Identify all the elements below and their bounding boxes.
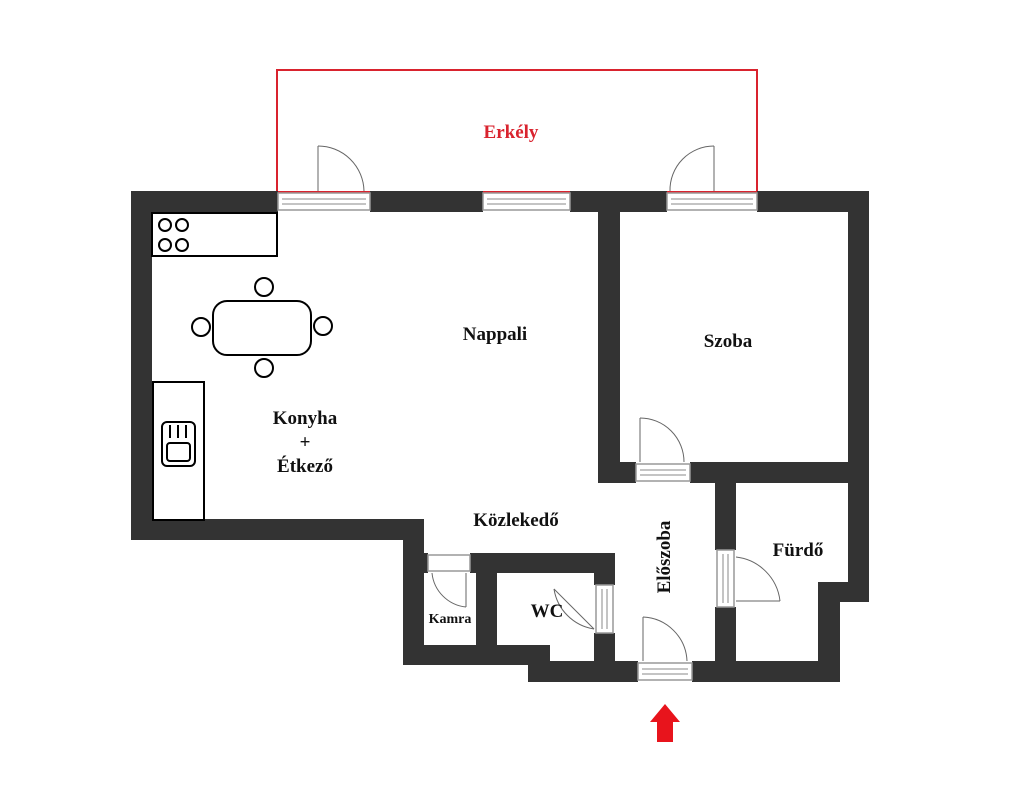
room-label-toilet: WC (531, 601, 564, 622)
dining-table-icon (191, 277, 333, 378)
room-label-balcony: Erkély (484, 122, 539, 143)
entrance-arrow-icon (650, 704, 680, 742)
room-label-corridor: Közlekedő (473, 510, 559, 531)
windows (277, 192, 758, 681)
room-label-kitchen-plus: + (300, 432, 311, 453)
stove-icon (151, 212, 278, 257)
window-panes (282, 198, 753, 675)
room-label-hall: Előszoba (654, 520, 675, 593)
room-label-kitchen: Konyha (273, 408, 338, 429)
room-label-pantry: Kamra (429, 612, 472, 627)
room-label-bathroom: Fürdő (773, 540, 824, 561)
door-swings (317, 145, 781, 662)
room-label-bedroom: Szoba (704, 331, 753, 352)
sink-icon (152, 381, 205, 521)
balcony-outline (276, 69, 758, 193)
room-label-dining: Étkező (277, 455, 333, 477)
walls (131, 191, 869, 682)
room-label-living: Nappali (463, 324, 527, 345)
